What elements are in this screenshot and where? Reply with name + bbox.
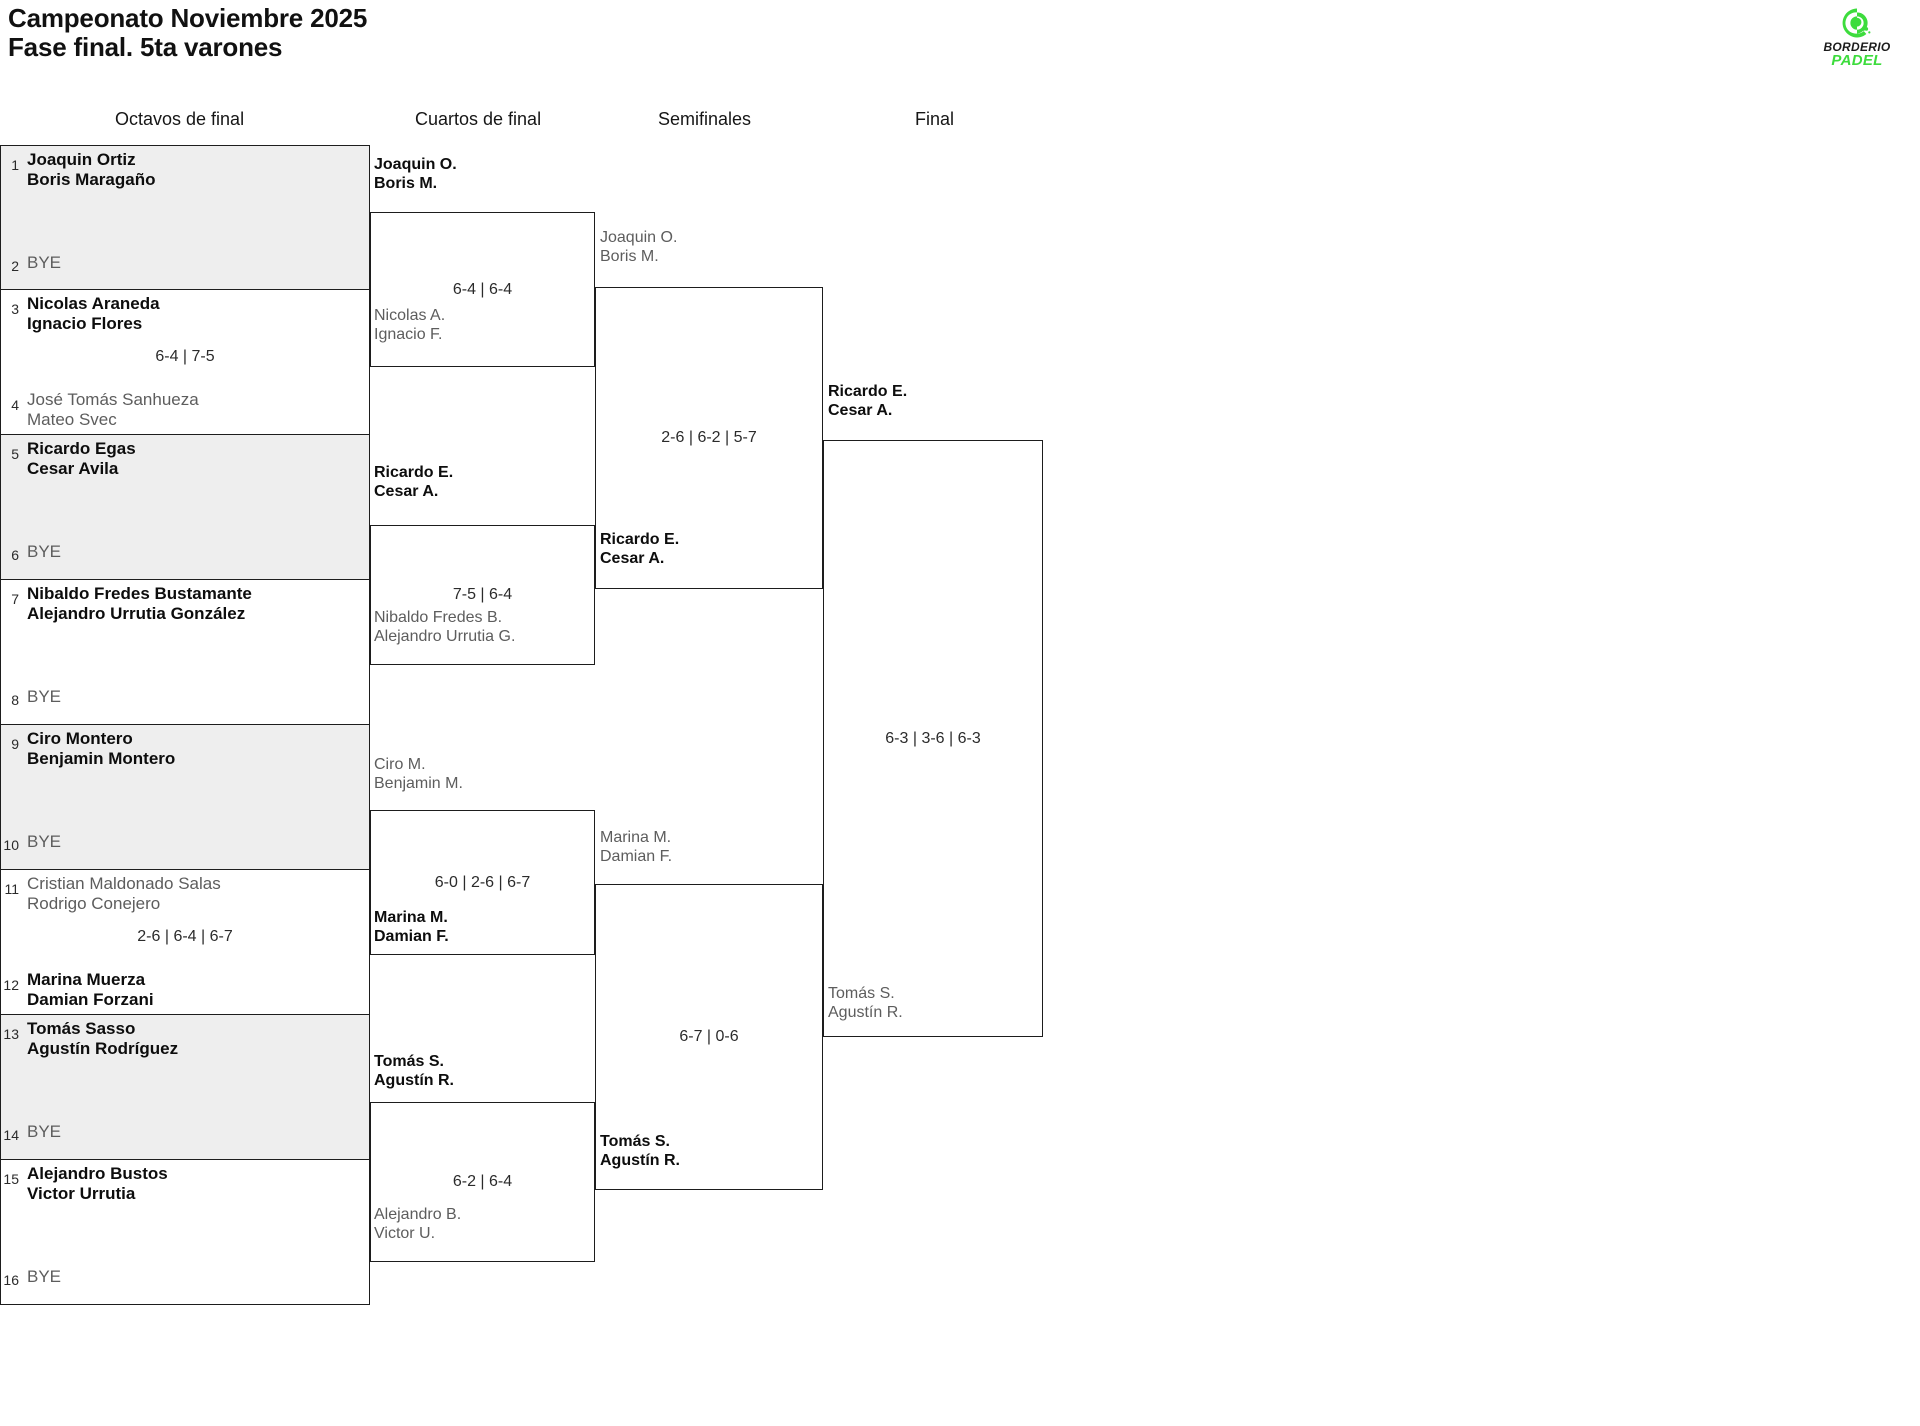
r1-match-7[interactable]: 13 Tomás Sasso Agustín Rodríguez 14 BYE bbox=[0, 1015, 370, 1160]
team-names: Cristian Maldonado Salas Rodrigo Conejer… bbox=[27, 874, 221, 914]
r1-m2-top-entry[interactable]: 3 Nicolas Araneda Ignacio Flores bbox=[1, 294, 369, 334]
bye-label: BYE bbox=[27, 253, 62, 272]
logo-word-borderio: BORDERIO bbox=[1823, 40, 1891, 54]
r1-match-3[interactable]: 5 Ricardo Egas Cesar Avila 6 BYE bbox=[0, 435, 370, 580]
seed-number: 1 bbox=[11, 157, 19, 173]
r1-match-1[interactable]: 1 Joaquin Ortiz Boris Maragaño 2 BYE bbox=[0, 145, 370, 290]
bye-label: BYE bbox=[27, 1122, 62, 1141]
team-names: Nibaldo Fredes Bustamante Alejandro Urru… bbox=[27, 584, 252, 624]
seed-number: 6 bbox=[11, 547, 19, 563]
page-title: Campeonato Noviembre 2025 Fase final. 5t… bbox=[8, 3, 368, 63]
r3-m2-score: 6-7 | 0-6 bbox=[679, 1028, 739, 1045]
seed-number: 8 bbox=[11, 692, 19, 708]
r1-match-2[interactable]: 3 Nicolas Araneda Ignacio Flores 6-4 | 7… bbox=[0, 290, 370, 435]
seed-number: 15 bbox=[3, 1171, 19, 1187]
team-names: Ciro Montero Benjamin Montero bbox=[27, 729, 176, 769]
title-line-1: Campeonato Noviembre 2025 bbox=[8, 3, 368, 33]
bye-label: BYE bbox=[27, 832, 62, 851]
r1-match-5[interactable]: 9 Ciro Montero Benjamin Montero 10 BYE bbox=[0, 725, 370, 870]
title-line-2: Fase final. 5ta varones bbox=[8, 32, 283, 63]
round-header-semifinales: Semifinales bbox=[658, 109, 752, 129]
round-header-octavos: Octavos de final bbox=[115, 109, 245, 129]
r1-m4-bottom-entry[interactable]: 8 BYE bbox=[1, 685, 369, 708]
padel-swirl-icon bbox=[1840, 6, 1874, 40]
r2-m1-bottom-team: Nicolas A. Ignacio F. bbox=[374, 307, 446, 344]
r2-m1-score: 6-4 | 6-4 bbox=[452, 280, 513, 298]
r2-m3-score: 6-0 | 2-6 | 6-7 bbox=[434, 873, 531, 891]
r1-m4-top-entry[interactable]: 7 Nibaldo Fredes Bustamante Alejandro Ur… bbox=[1, 584, 369, 624]
r1-m3-bottom-entry[interactable]: 6 BYE bbox=[1, 540, 369, 563]
r1-m6-bottom-entry[interactable]: 12 Marina Muerza Damian Forzani bbox=[1, 970, 369, 1010]
r2-m4-top-team: Tomás S. Agustín R. bbox=[374, 1053, 454, 1090]
team-names: Ricardo Egas Cesar Avila bbox=[27, 439, 136, 479]
r2-match-2-box[interactable]: 7-5 | 6-4 bbox=[370, 525, 595, 665]
r1-match-8[interactable]: 15 Alejandro Bustos Victor Urrutia 16 BY… bbox=[0, 1160, 370, 1305]
r2-match-1-box[interactable]: 6-4 | 6-4 bbox=[370, 212, 595, 367]
r2-m1-top-team: Joaquin O. Boris M. bbox=[374, 156, 457, 193]
r1-m6-top-entry[interactable]: 11 Cristian Maldonado Salas Rodrigo Cone… bbox=[1, 874, 369, 914]
r4-final-box[interactable]: 6-3 | 3-6 | 6-3 bbox=[823, 440, 1043, 1037]
r1-match-4[interactable]: 7 Nibaldo Fredes Bustamante Alejandro Ur… bbox=[0, 580, 370, 725]
r3-m1-bottom-team: Ricardo E. Cesar A. bbox=[600, 531, 680, 568]
r4-top-team: Ricardo E. Cesar A. bbox=[828, 383, 908, 420]
r2-m4-bottom-team: Alejandro B. Victor U. bbox=[374, 1206, 462, 1243]
r4-bottom-team: Tomás S. Agustín R. bbox=[828, 985, 903, 1022]
r2-match-3-box[interactable]: 6-0 | 2-6 | 6-7 bbox=[370, 810, 595, 955]
r1-match-6[interactable]: 11 Cristian Maldonado Salas Rodrigo Cone… bbox=[0, 870, 370, 1015]
r2-m2-bottom-team: Nibaldo Fredes B. Alejandro Urrutia G. bbox=[374, 609, 516, 646]
r1-m8-bottom-entry[interactable]: 16 BYE bbox=[1, 1265, 369, 1288]
r1-m7-top-entry[interactable]: 13 Tomás Sasso Agustín Rodríguez bbox=[1, 1019, 369, 1059]
r2-m4-score: 6-2 | 6-4 bbox=[452, 1173, 513, 1190]
r1-m1-bottom-entry[interactable]: 2 BYE bbox=[1, 251, 369, 274]
seed-number: 5 bbox=[11, 446, 19, 462]
seed-number: 7 bbox=[11, 591, 19, 607]
seed-number: 12 bbox=[3, 977, 19, 993]
logo-word-padel: PADEL bbox=[1831, 52, 1883, 69]
seed-number: 13 bbox=[3, 1026, 19, 1042]
r3-m1-top-team: Joaquin O. Boris M. bbox=[600, 229, 678, 266]
brand-logo: BORDERIO PADEL bbox=[1808, 6, 1906, 68]
bye-label: BYE bbox=[27, 1267, 62, 1286]
r3-match-1-box[interactable]: 2-6 | 6-2 | 5-7 bbox=[595, 287, 823, 589]
r3-match-2-box[interactable]: 6-7 | 0-6 bbox=[595, 884, 823, 1190]
seed-number: 3 bbox=[11, 301, 19, 317]
r1-m2-bottom-entry[interactable]: 4 José Tomás Sanhueza Mateo Svec bbox=[1, 390, 369, 430]
bye-label: BYE bbox=[27, 687, 62, 706]
round-header-final: Final bbox=[915, 109, 955, 129]
r2-m3-top-team: Ciro M. Benjamin M. bbox=[374, 756, 463, 793]
r1-m6-score: 2-6 | 6-4 | 6-7 bbox=[137, 928, 233, 945]
seed-number: 2 bbox=[11, 258, 19, 274]
r3-m2-top-team: Marina M. Damian F. bbox=[600, 829, 673, 866]
team-names: Nicolas Araneda Ignacio Flores bbox=[27, 294, 160, 334]
r2-m3-bottom-team: Marina M. Damian F. bbox=[374, 909, 449, 946]
r2-m2-score: 7-5 | 6-4 bbox=[452, 586, 513, 603]
r2-m2-top-team: Ricardo E. Cesar A. bbox=[374, 464, 454, 501]
r3-m1-score: 2-6 | 6-2 | 5-7 bbox=[661, 429, 757, 446]
r1-m2-score: 6-4 | 7-5 bbox=[155, 348, 215, 365]
seed-number: 4 bbox=[11, 397, 19, 413]
seed-number: 16 bbox=[3, 1272, 19, 1288]
r1-m8-top-entry[interactable]: 15 Alejandro Bustos Victor Urrutia bbox=[1, 1164, 369, 1204]
r2-match-4-box[interactable]: 6-2 | 6-4 bbox=[370, 1102, 595, 1262]
r3-m2-bottom-team: Tomás S. Agustín R. bbox=[600, 1133, 680, 1170]
r1-m3-top-entry[interactable]: 5 Ricardo Egas Cesar Avila bbox=[1, 439, 369, 479]
seed-number: 9 bbox=[11, 736, 19, 752]
team-names: Marina Muerza Damian Forzani bbox=[27, 970, 154, 1010]
team-names: Tomás Sasso Agustín Rodríguez bbox=[27, 1019, 179, 1059]
seed-number: 10 bbox=[3, 837, 19, 853]
team-names: Joaquin Ortiz Boris Maragaño bbox=[27, 150, 156, 190]
r1-m5-bottom-entry[interactable]: 10 BYE bbox=[1, 830, 369, 853]
team-names: Alejandro Bustos Victor Urrutia bbox=[27, 1164, 168, 1204]
r1-m7-bottom-entry[interactable]: 14 BYE bbox=[1, 1120, 369, 1143]
round-header-cuartos: Cuartos de final bbox=[415, 109, 542, 129]
r1-m5-top-entry[interactable]: 9 Ciro Montero Benjamin Montero bbox=[1, 729, 369, 769]
r1-m1-top-entry[interactable]: 1 Joaquin Ortiz Boris Maragaño bbox=[1, 150, 369, 190]
seed-number: 14 bbox=[3, 1127, 19, 1143]
r4-final-score: 6-3 | 3-6 | 6-3 bbox=[885, 729, 981, 747]
seed-number: 11 bbox=[4, 881, 19, 897]
bye-label: BYE bbox=[27, 542, 62, 561]
team-names: José Tomás Sanhueza Mateo Svec bbox=[27, 390, 199, 430]
